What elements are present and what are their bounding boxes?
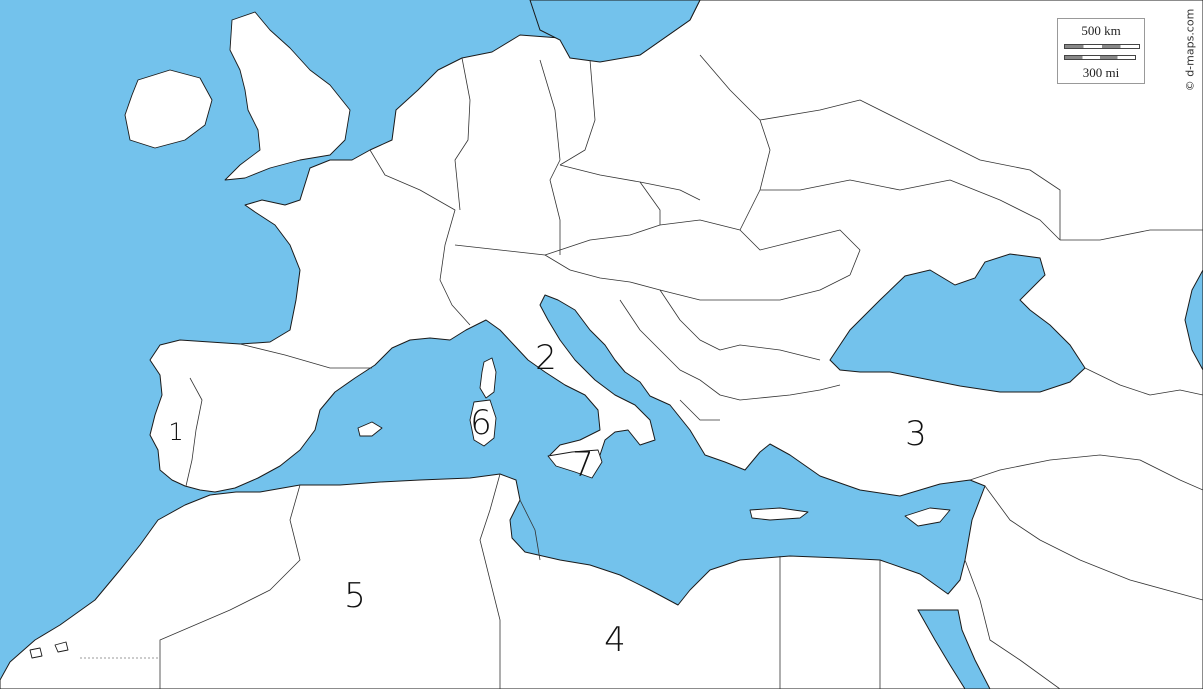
scale-mi-label: 300 mi: [1082, 65, 1120, 80]
scale-km-label: 500 km: [1081, 23, 1121, 38]
map-credit: © d-maps.com: [1183, 8, 1197, 92]
corsica: [479, 357, 497, 399]
region-label-5: 5: [344, 576, 366, 616]
region-label-6: 6: [470, 403, 492, 443]
balearic-islands: [357, 421, 383, 437]
country-borders: [159, 54, 1203, 689]
sardinia: [469, 399, 497, 447]
map-scale: 500 km 300 mi: [1057, 18, 1145, 84]
scale-km-bar: [1064, 44, 1140, 49]
cyprus: [904, 507, 951, 527]
baltic-sea: [529, 0, 701, 63]
black-sea: [829, 253, 1086, 393]
scale-mi-bar: [1064, 55, 1136, 60]
region-label-2: 2: [535, 338, 557, 378]
red-sea: [917, 609, 991, 689]
region-label-7: 7: [572, 445, 594, 485]
canary-islands: [29, 641, 69, 659]
region-label-1: 1: [168, 418, 184, 446]
sicily: [547, 449, 603, 479]
region-label-4: 4: [604, 620, 626, 660]
caspian-sea: [1184, 269, 1203, 371]
region-label-3: 3: [905, 414, 927, 454]
ireland: [124, 69, 213, 149]
great-britain: [224, 11, 351, 181]
crete: [749, 507, 809, 521]
